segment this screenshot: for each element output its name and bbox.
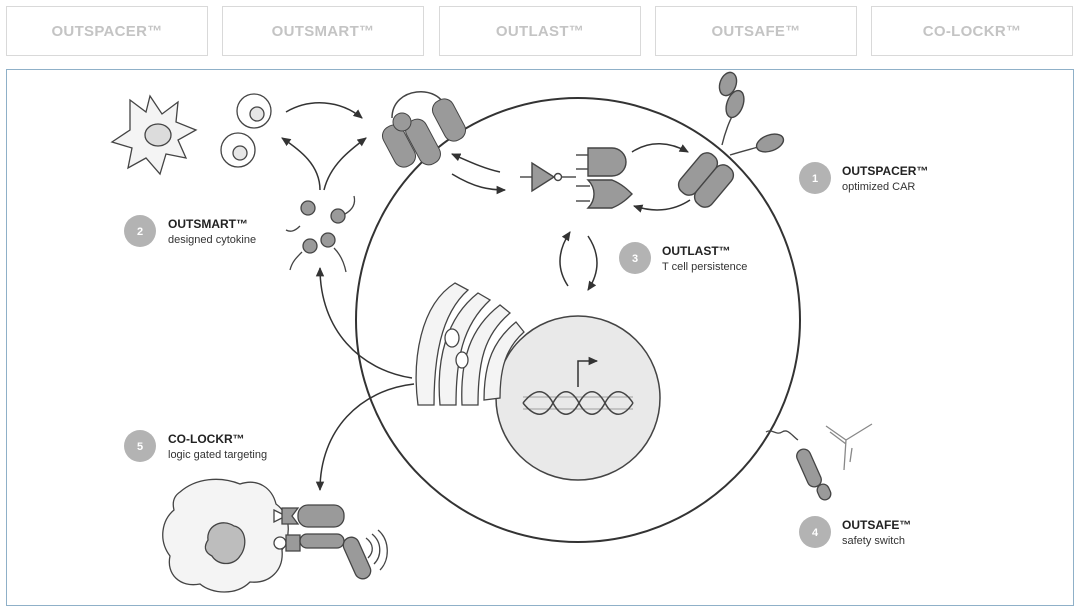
step-badge [799,516,831,548]
target-cell-icon [220,93,272,168]
label-outlast: 3 OUTLAST™ T cell persistence [619,242,747,274]
cytokine-receptor-icon [381,91,467,168]
label-subtitle: logic gated targeting [168,449,267,461]
label-title: OUTSPACER™ [842,164,928,178]
tumor-cell-icon [162,478,289,593]
label-title: OUTLAST™ [662,244,731,258]
tab-outspacer[interactable]: OUTSPACER™ [6,6,208,56]
step-badge [124,430,156,462]
label-subtitle: safety switch [842,535,905,547]
step-number: 2 [137,226,143,238]
tab-outsmart[interactable]: OUTSMART™ [222,6,424,56]
step-badge [619,242,651,274]
tab-bar: OUTSPACER™ OUTSMART™ OUTLAST™ OUTSAFE™ C… [6,6,1074,56]
step-number: 1 [812,173,818,185]
nucleus [495,315,661,481]
t-cell-membrane [355,97,801,543]
golgi-apparatus-icon [415,282,525,406]
cytokine-molecules-icon [285,195,356,273]
label-title: CO-LOCKR™ [168,432,245,446]
diagram-panel [6,69,1074,606]
label-subtitle: designed cytokine [168,234,256,246]
label-outspacer: 1 OUTSPACER™ optimized CAR [799,162,928,194]
dna-helix-icon [522,391,634,415]
step-badge [124,215,156,247]
logic-gate-icon [520,147,633,209]
transcription-start-icon [577,356,599,387]
tab-co-lockr[interactable]: CO-LOCKR™ [871,6,1073,56]
dendritic-cell-icon [110,94,198,176]
step-badge [799,162,831,194]
step-number: 5 [137,441,143,453]
label-subtitle: optimized CAR [842,181,915,193]
label-subtitle: T cell persistence [662,261,747,273]
label-title: OUTSAFE™ [842,518,911,532]
safety-switch-icon [765,423,873,501]
tab-outlast[interactable]: OUTLAST™ [439,6,641,56]
co-lockr-switch-icon [273,504,388,580]
tab-outsafe[interactable]: OUTSAFE™ [655,6,857,56]
label-outsafe: 4 OUTSAFE™ safety switch [799,516,911,548]
label-outsmart: 2 OUTSMART™ designed cytokine [124,215,256,247]
step-number: 4 [812,527,819,539]
car-receptor-icon [677,71,785,208]
label-co-lockr: 5 CO-LOCKR™ logic gated targeting [124,430,267,462]
step-number: 3 [632,253,638,265]
label-title: OUTSMART™ [168,217,248,231]
